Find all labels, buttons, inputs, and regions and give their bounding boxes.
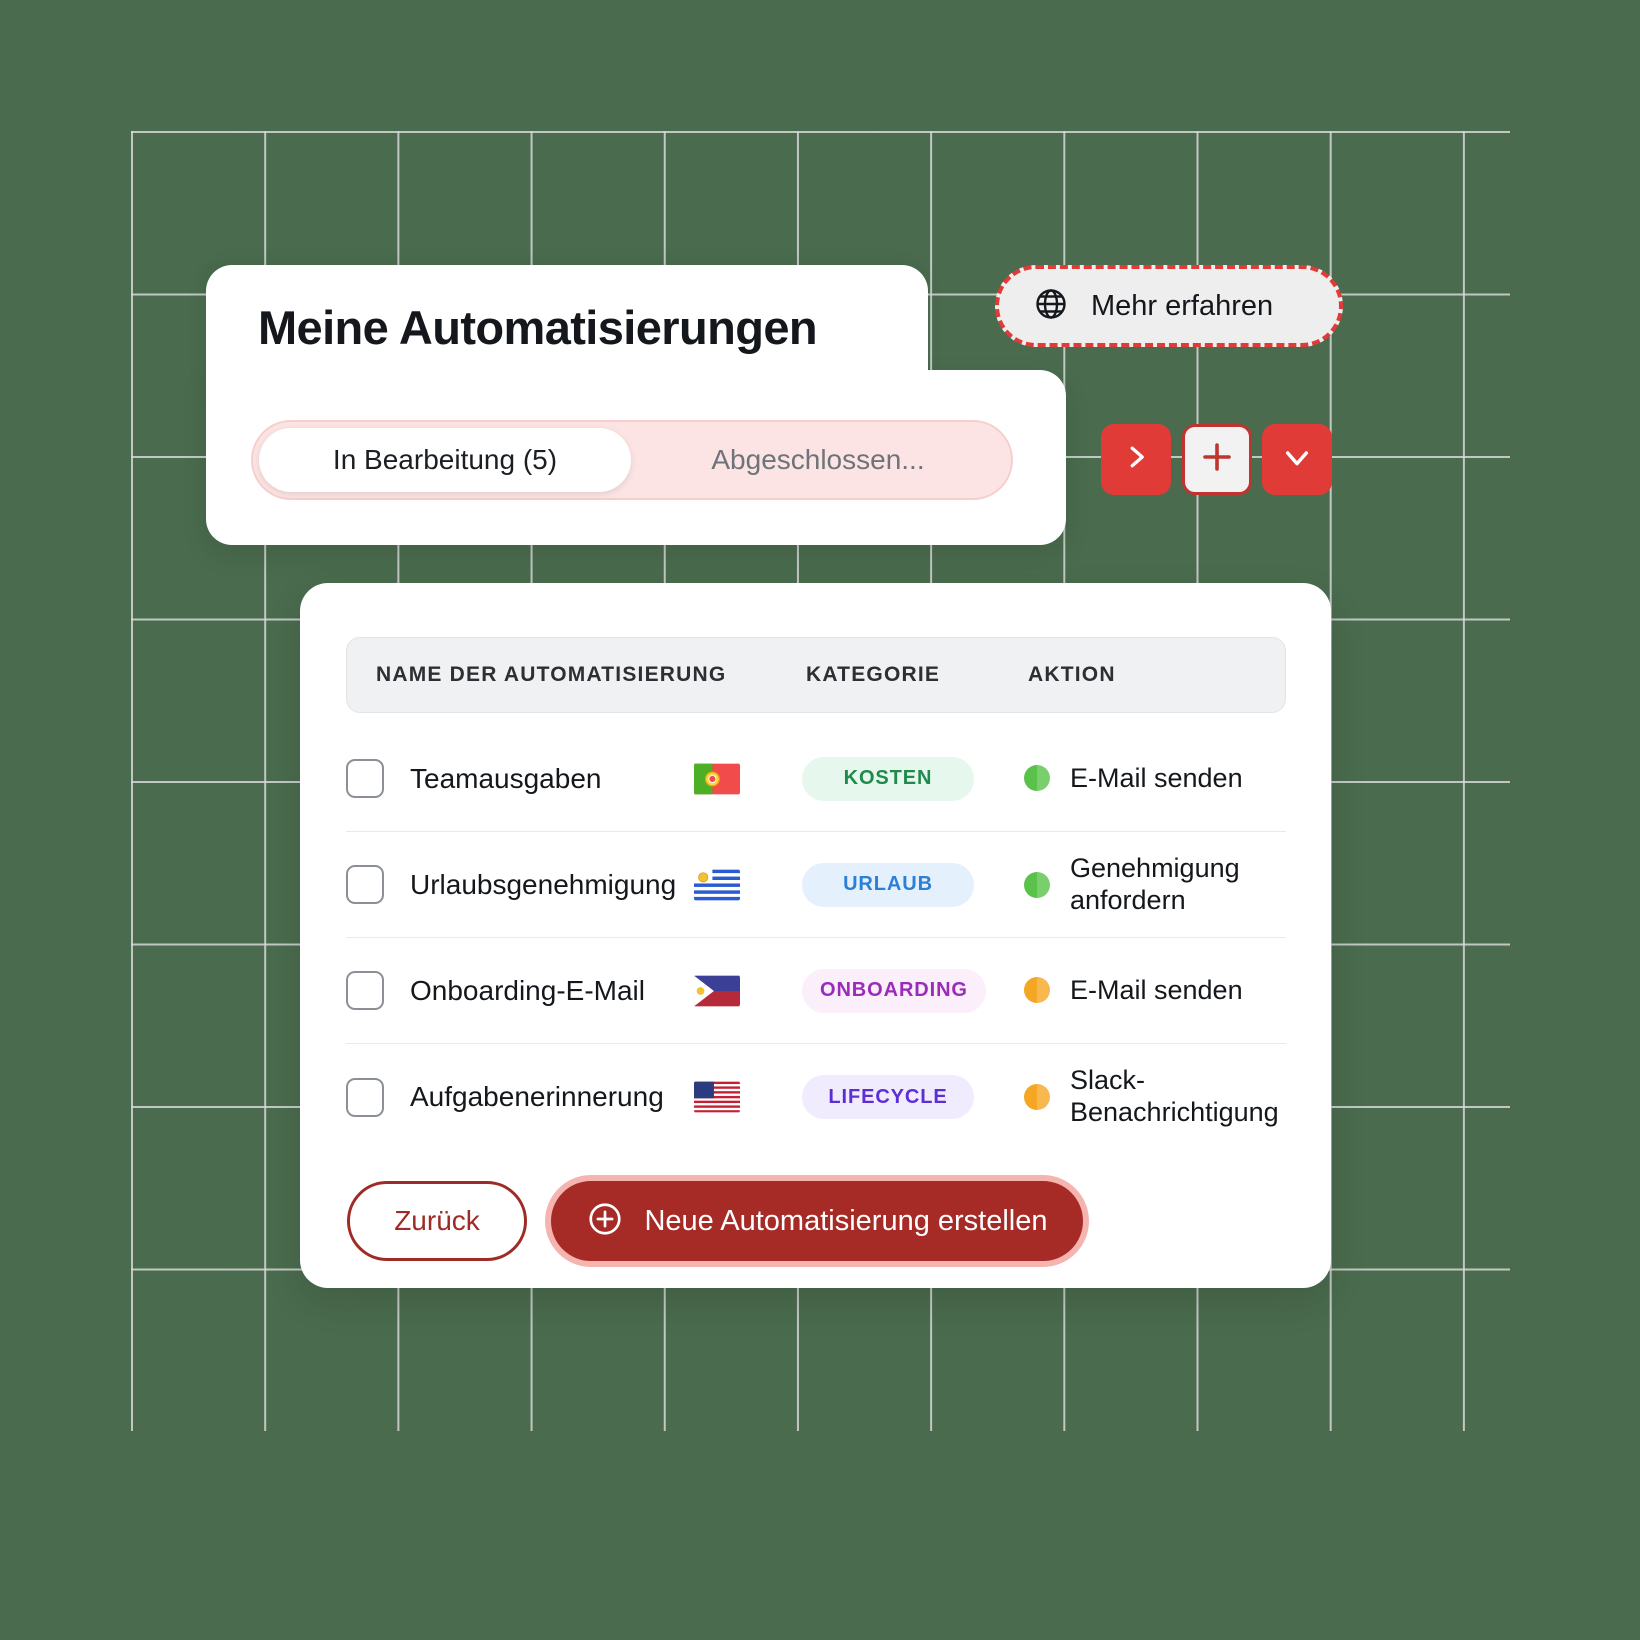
cell-action: Slack-Benachrichtigung	[1024, 1065, 1286, 1129]
create-automation-label: Neue Automatisierung erstellen	[644, 1204, 1048, 1237]
cell-category: ONBOARDING	[802, 968, 1024, 1013]
status-dot	[1024, 1084, 1050, 1110]
next-button[interactable]	[1101, 424, 1171, 495]
page-title: Meine Automatisierungen	[258, 301, 818, 354]
action-label: E-Mail senden	[1070, 974, 1243, 1005]
cell-name: Urlaubsgenehmigung	[346, 865, 694, 904]
row-checkbox[interactable]	[346, 865, 384, 904]
cell-category: URLAUB	[802, 862, 1024, 907]
status-dot	[1024, 977, 1050, 1004]
column-header-name: NAME DER AUTOMATISIERUNG	[376, 663, 727, 686]
column-header-category: KATEGORIE	[806, 663, 941, 686]
uruguay-flag	[694, 868, 802, 902]
table-row[interactable]: Urlaubsgenehmigung URLAUB Genehmigung anfo…	[346, 832, 1286, 938]
cell-name: Onboarding-E-Mail	[346, 971, 694, 1010]
cell-category: LIFECYCLE	[802, 1075, 1024, 1119]
cell-action: E-Mail senden	[1024, 975, 1286, 1007]
category-badge: URLAUB	[802, 862, 974, 907]
category-badge: ONBOARDING	[802, 968, 986, 1013]
action-label: Genehmigung anfordern	[1070, 852, 1240, 915]
globe-icon	[1033, 286, 1069, 327]
status-dot	[1024, 765, 1050, 792]
automation-name: Aufgabenerinnerung	[410, 1081, 664, 1112]
table-row[interactable]: Teamausgaben KOSTEN E-Mail senden	[346, 726, 1286, 832]
column-header-action: AKTION	[1028, 663, 1116, 686]
table-row[interactable]: Onboarding-E-Mail ONBOARDING E-Mail senden	[346, 938, 1286, 1044]
tab-in-bearbeitung[interactable]: In Bearbeitung (5)	[259, 428, 631, 492]
automations-card: NAME DER AUTOMATISIERUNG KATEGORIE AKTIO…	[300, 583, 1331, 1288]
category-badge: KOSTEN	[802, 756, 974, 801]
back-button[interactable]: Zurück	[347, 1181, 527, 1261]
cell-name: Teamausgaben	[346, 759, 694, 798]
automation-name: Onboarding-E-Mail	[410, 974, 645, 1006]
status-dot	[1024, 871, 1050, 898]
automation-name: Urlaubsgenehmigung	[410, 868, 677, 900]
create-automation-button[interactable]: Neue Automatisierung erstellen	[545, 1175, 1089, 1267]
action-label: E-Mail senden	[1070, 762, 1243, 793]
learn-more-button[interactable]: Mehr erfahren	[995, 265, 1343, 347]
category-badge: LIFECYCLE	[802, 1075, 974, 1119]
row-checkbox[interactable]	[346, 759, 384, 798]
row-checkbox[interactable]	[346, 1077, 384, 1117]
automation-name: Teamausgaben	[410, 762, 602, 794]
status-tab-group: In Bearbeitung (5) Abgeschlossen...	[251, 420, 1013, 500]
plus-circle-icon	[586, 1200, 624, 1243]
action-label: Slack-Benachrichtigung	[1070, 1065, 1279, 1127]
add-button[interactable]	[1182, 424, 1252, 495]
portugal-flag	[694, 762, 802, 796]
tab-abgeschlossen[interactable]: Abgeschlossen...	[711, 444, 925, 475]
table-header-row: NAME DER AUTOMATISIERUNG KATEGORIE AKTIO…	[346, 637, 1286, 713]
plus-icon	[1199, 439, 1235, 480]
philippines-flag	[694, 974, 802, 1008]
cell-category: KOSTEN	[802, 756, 1024, 801]
row-checkbox[interactable]	[346, 971, 384, 1010]
cell-name: Aufgabenerinnerung	[346, 1077, 694, 1117]
chevron-down-icon	[1281, 441, 1313, 478]
usa-flag	[694, 1080, 802, 1114]
cell-action: E-Mail senden	[1024, 763, 1286, 795]
learn-more-label: Mehr erfahren	[1091, 289, 1274, 322]
table-row[interactable]: Aufgabenerinnerung LIFECYCLE Slack-Benachr…	[346, 1044, 1286, 1150]
expand-button[interactable]	[1262, 424, 1332, 495]
cell-action: Genehmigung anfordern	[1024, 853, 1286, 917]
chevron-right-icon	[1121, 442, 1151, 477]
